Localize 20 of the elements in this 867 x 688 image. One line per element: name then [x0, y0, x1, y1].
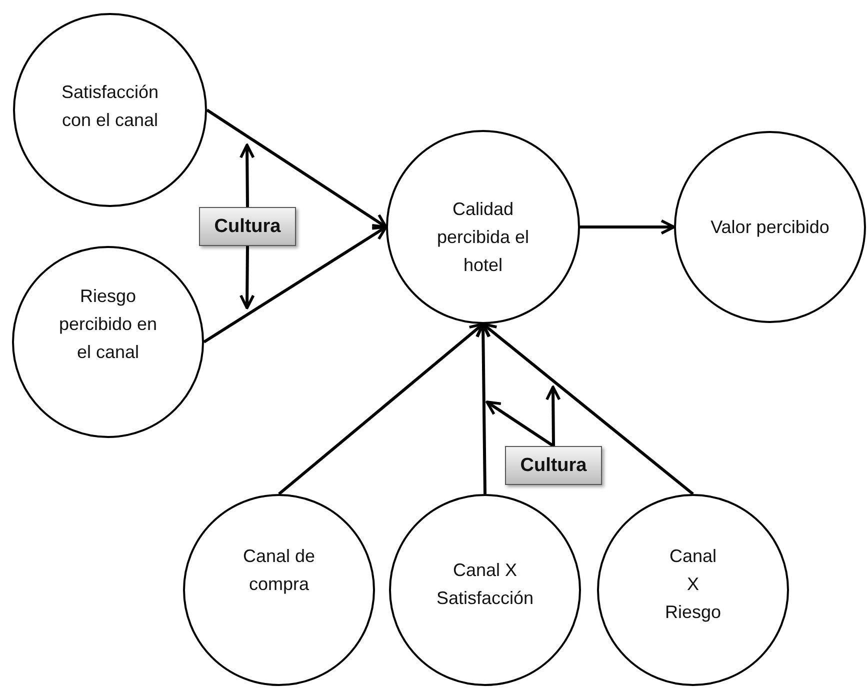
moderator-box	[505, 446, 602, 485]
arrow	[580, 219, 676, 235]
construct-label: Canal X Satisfacción	[435, 559, 535, 610]
construct-label: Canal X Riesgo	[664, 545, 722, 624]
construct-label: Calidad percibida el hotel	[436, 198, 530, 277]
construct-label: Satisfacción con el canal	[60, 81, 160, 132]
arrow	[239, 144, 255, 208]
arrow	[239, 246, 255, 310]
arrow	[482, 322, 694, 496]
arrow	[278, 322, 484, 496]
arrow	[486, 400, 554, 448]
moderator-label: Cultura	[520, 454, 587, 476]
construct-label: Riesgo percibido en el canal	[58, 285, 158, 364]
construct-label: Canal de compra	[242, 545, 316, 596]
moderator-label: Cultura	[214, 216, 281, 238]
moderator-box	[199, 207, 296, 246]
construct-label: Valor percibido	[710, 216, 830, 239]
arrow	[203, 226, 388, 344]
arrow	[206, 108, 388, 228]
arrow	[545, 386, 561, 446]
